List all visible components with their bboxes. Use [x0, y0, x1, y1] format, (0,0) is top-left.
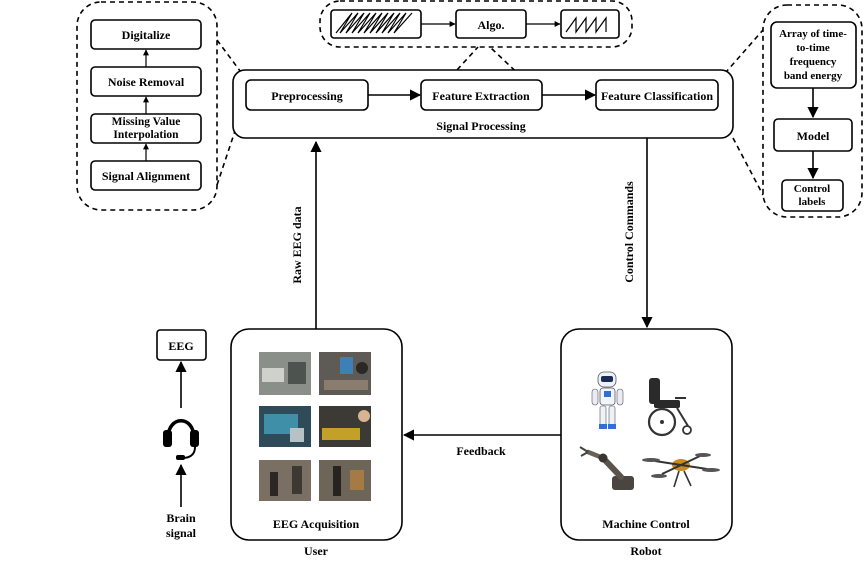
preprocessing-detail-panel: Digitalize Noise Removal Missing Value I…: [76, 1, 218, 211]
feature-classification-label: Feature Classification: [601, 89, 713, 103]
classification-detail-panel: Array of time- to-time frequency band en…: [762, 4, 863, 218]
feature-array-label-line1: Array of time-: [779, 28, 847, 40]
noise-removal-label: Noise Removal: [108, 75, 185, 89]
robot-label: Robot: [630, 544, 661, 558]
control-labels-line2: labels: [799, 196, 827, 208]
machine-control-box: [560, 328, 733, 541]
feature-extraction-label: Feature Extraction: [432, 89, 530, 103]
digitalize-label: Digitalize: [122, 28, 171, 42]
preprocessing-label: Preprocessing: [271, 89, 343, 103]
signal-alignment-label: Signal Alignment: [102, 169, 190, 183]
brain-signal-label-line2: signal: [166, 526, 197, 540]
signal-processing-title: Signal Processing: [436, 119, 525, 133]
feedback-label: Feedback: [456, 444, 506, 458]
control-labels-box: [781, 179, 844, 212]
control-labels-line1: Control: [794, 183, 830, 195]
feature-array-label-line2: to-time: [796, 42, 830, 54]
lab-photo-e: [259, 460, 311, 501]
feature-signal-icon: [565, 16, 607, 34]
eeg-box: [156, 329, 207, 361]
robotic-arm-icon: [579, 446, 634, 490]
user-label: User: [304, 544, 329, 558]
brain-signal-label-line1: Brain: [166, 511, 196, 525]
machine-control-title: Machine Control: [602, 517, 690, 531]
model-label: Model: [797, 129, 830, 143]
control-commands-label: Control Commands: [622, 181, 636, 283]
wheelchair-icon: [647, 378, 692, 437]
eeg-acquisition-box: [230, 328, 403, 541]
signal-processing-block: Preprocessing Feature Extraction Feature…: [232, 69, 734, 139]
drone-icon: [642, 453, 720, 488]
feature-classification-box: [595, 79, 719, 111]
feature-signal-box: [560, 9, 620, 39]
raw-eeg-label: Raw EEG data: [290, 206, 304, 283]
missing-value-label-line1: Missing Value: [112, 116, 181, 128]
headset-icon: [163, 419, 199, 460]
humanoid-robot-icon: [591, 371, 624, 429]
user-side: EEG Brain signal: [156, 328, 403, 558]
acquisition-photo-grid: [259, 352, 371, 501]
algo-label: Algo.: [478, 18, 505, 32]
eeg-label: EEG: [168, 339, 193, 353]
feature-extraction-detail-panel: Algo.: [319, 0, 633, 48]
digitalize-box: [90, 19, 202, 50]
missing-value-label-line2: Interpolation: [113, 129, 179, 141]
eeg-acquisition-title: EEG Acquisition: [273, 517, 360, 531]
feature-array-label-line3: frequency: [790, 56, 837, 68]
robot-side: Machine Control Robot: [560, 328, 733, 558]
raw-signal-icon: [335, 12, 413, 34]
feature-array-label-line4: band energy: [784, 70, 843, 82]
